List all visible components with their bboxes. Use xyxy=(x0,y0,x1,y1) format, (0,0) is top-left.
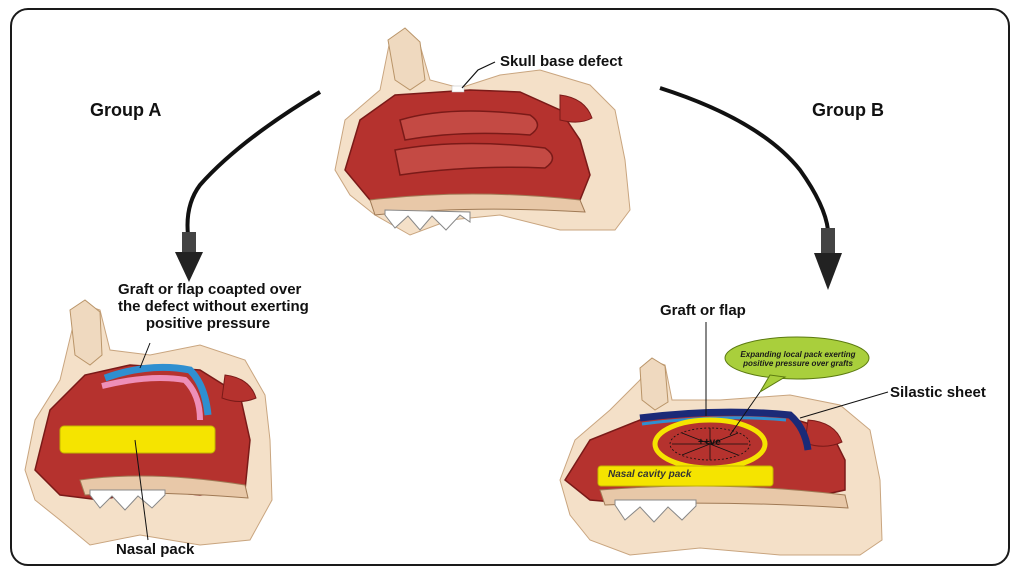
expanding-pack-line1: Expanding local pack exerting xyxy=(738,350,858,359)
expanding-pack-line2: positive pressure over grafts xyxy=(738,359,858,368)
group-a-anatomy xyxy=(25,300,272,545)
graft-coapted-label: Graft or flap coapted over the defect wi… xyxy=(118,281,298,332)
nasal-pack-label: Nasal pack xyxy=(116,541,194,558)
group-a-label: Group A xyxy=(90,100,161,121)
arrow-group-a xyxy=(175,92,320,282)
expanding-pack-text: Expanding local pack exerting positive p… xyxy=(738,350,858,368)
graft-coapted-line3: positive pressure xyxy=(118,315,298,332)
positive-pressure-sign: ++ve xyxy=(698,437,721,448)
graft-coapted-line2: the defect without exerting xyxy=(118,298,298,315)
graft-coapted-line1: Graft or flap coapted over xyxy=(118,281,298,298)
nasal-cavity-pack-label: Nasal cavity pack xyxy=(608,469,691,480)
group-b-label: Group B xyxy=(812,100,884,121)
silastic-sheet-label: Silastic sheet xyxy=(890,384,986,401)
skull-base-defect-label: Skull base defect xyxy=(500,53,623,70)
graft-or-flap-label: Graft or flap xyxy=(660,302,746,319)
group-a-nasal-pack-shape xyxy=(60,426,215,453)
group-b-anatomy xyxy=(560,358,882,555)
